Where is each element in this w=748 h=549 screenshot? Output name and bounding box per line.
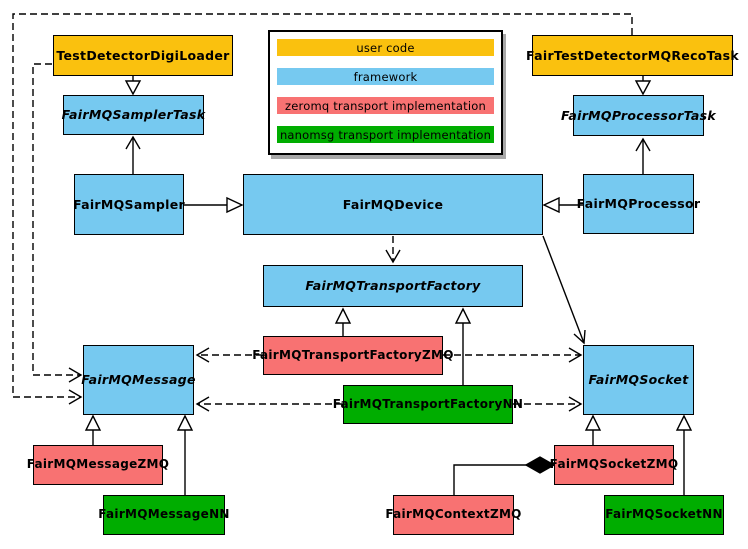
class-box-fairmqtransportfactoryzmq: FairMQTransportFactoryZMQ (252, 336, 453, 375)
edge-testdetectordigiloader-inherits-fairmqsamplertask (124, 76, 142, 96)
edge-fairmqtransportfactorynn-inherits-fairmqtransportfactory (454, 307, 472, 385)
edge-fairtestdetectormqrecotask-uses-fairmqmessage (12, 13, 633, 405)
edge-fairmqtransportfactorynn-creates-fairmqmessage (195, 396, 343, 412)
edge-fairmqtransportfactoryzmq-inherits-fairmqtransportfactory (334, 307, 352, 336)
class-box-fairmqmessage: FairMQMessage (81, 345, 196, 415)
edge-fairmqsocketnn-inherits-fairmqsocket (675, 414, 693, 495)
class-box-fairmqcontextzmq: FairMQContextZMQ (385, 495, 521, 535)
class-box-fairmqtransportfactory: FairMQTransportFactory (263, 265, 523, 307)
legend: user code framework zeromq transport imp… (268, 30, 503, 155)
edge-fairmqsocketzmq-composes-fairmqcontextzmq (453, 456, 556, 495)
class-box-fairtestdetectormqrecotask: FairTestDetectorMQRecoTask (526, 35, 739, 76)
edge-fairmqprocessor-points-fairmqprocessortask (635, 137, 651, 174)
class-box-fairmqsocketnn: FairMQSocketNN (604, 495, 724, 535)
legend-item-nanomsg: nanomsg transport implementation (277, 126, 494, 143)
class-box-testdetectordigiloader: TestDetectorDigiLoader (53, 35, 233, 76)
class-box-fairmqsampler: FairMQSampler (73, 174, 185, 235)
class-box-fairmqtransportfactorynn: FairMQTransportFactoryNN (333, 385, 523, 424)
edge-fairmqsampler-inherits-fairmqdevice (184, 196, 244, 214)
class-box-fairmqsocket: FairMQSocket (583, 345, 694, 415)
edge-fairmqmessagenn-inherits-fairmqmessage (176, 414, 194, 495)
class-box-fairmqmessagenn: FairMQMessageNN (98, 495, 229, 535)
class-box-fairmqsamplertask: FairMQSamplerTask (62, 95, 205, 135)
edge-testdetectordigiloader-uses-fairmqmessage (32, 63, 83, 383)
legend-item-user-code: user code (277, 39, 494, 56)
edge-fairmqtransportfactoryzmq-creates-fairmqmessage (195, 347, 263, 363)
legend-item-framework: framework (277, 68, 494, 85)
edge-fairmqdevice-points-fairmqsocket (542, 235, 586, 345)
edge-fairmqsocketzmq-inherits-fairmqsocket (584, 414, 602, 445)
edge-fairmqtransportfactorynn-creates-fairmqsocket (513, 396, 583, 412)
edge-fairmqsampler-points-fairmqsamplertask (125, 135, 141, 174)
edge-fairmqmessagezmq-inherits-fairmqmessage (84, 414, 102, 445)
edge-fairmqprocessor-inherits-fairmqdevice (542, 196, 583, 214)
class-box-fairmqmessagezmq: FairMQMessageZMQ (27, 445, 169, 485)
class-box-fairmqsocketzmq: FairMQSocketZMQ (550, 445, 678, 485)
class-box-fairmqprocessortask: FairMQProcessorTask (561, 95, 716, 136)
class-box-fairmqdevice: FairMQDevice (243, 174, 543, 235)
edge-fairtestdetectormqrecotask-inherits-fairmqprocessortask (634, 76, 652, 96)
legend-item-zeromq: zeromq transport implementation (277, 97, 494, 114)
class-box-fairmqprocessor: FairMQProcessor (577, 174, 700, 234)
edge-fairmqdevice-uses-fairmqtransportfactory (385, 236, 401, 264)
edge-fairmqtransportfactoryzmq-creates-fairmqsocket (443, 347, 583, 363)
